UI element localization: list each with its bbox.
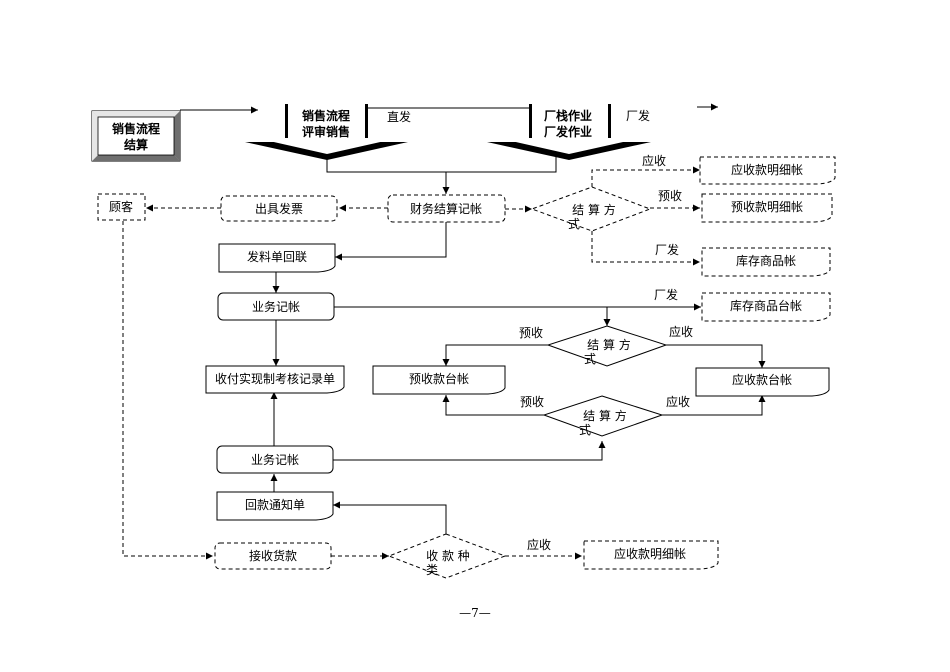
factory-ops-line2: 厂发作业 — [544, 124, 592, 139]
box-ar-detail-2: 应收款明细帐 — [583, 540, 719, 570]
svg-text:发料单回联: 发料单回联 — [247, 249, 307, 264]
box-business-entry-1: 业务记帐 — [217, 292, 335, 321]
arrow-factory-ops: 厂栈作业 厂发作业 — [487, 104, 651, 160]
svg-text:接收货款: 接收货款 — [249, 548, 297, 563]
box-prepay-detail: 预收款明细帐 — [701, 193, 833, 223]
svg-text:式: 式 — [568, 217, 580, 231]
box-issue-invoice: 出具发票 — [220, 195, 338, 222]
box-inventory-account: 库存商品台帐 — [701, 292, 831, 322]
svg-text:预收款明细帐: 预收款明细帐 — [731, 199, 803, 214]
box-prepay-account: 预收款台帐 — [372, 365, 506, 395]
label-prepaid-2: 预收 — [519, 326, 543, 340]
label-direct: 直发 — [387, 109, 411, 124]
decision-settle-1: 结 算 方 式 — [530, 186, 652, 232]
decision-settle-3: 结 算 方 式 — [542, 395, 664, 437]
connectors — [180, 103, 766, 534]
box-ar-account: 应收款台帐 — [695, 367, 830, 397]
svg-text:库存商品帐: 库存商品帐 — [736, 253, 796, 268]
box-payment-notice: 回款通知单 — [216, 491, 334, 521]
label-factory-top: 厂发 — [626, 108, 650, 123]
svg-text:业务记帐: 业务记帐 — [252, 299, 300, 314]
svg-text:应收款明细帐: 应收款明细帐 — [731, 162, 803, 177]
label-factory-2: 厂发 — [654, 287, 678, 302]
factory-ops-line1: 厂栈作业 — [544, 108, 592, 123]
box-ar-detail-1: 应收款明细帐 — [699, 156, 836, 185]
svg-text:财务结算记帐: 财务结算记帐 — [410, 201, 482, 216]
svg-text:库存商品台帐: 库存商品台帐 — [730, 298, 802, 313]
label-prepaid-3: 预收 — [520, 395, 544, 409]
svg-text:业务记帐: 业务记帐 — [251, 452, 299, 467]
box-inventory-ledger: 库存商品帐 — [701, 247, 831, 277]
label-receivable-4: 应收 — [527, 537, 551, 552]
sales-settlement-line2: 结算 — [124, 137, 148, 152]
label-factory-1: 厂发 — [655, 242, 679, 257]
svg-text:结 算 方: 结 算 方 — [587, 337, 631, 352]
sales-settlement-line1: 销售流程 — [112, 121, 160, 136]
svg-text:预收款台帐: 预收款台帐 — [409, 371, 469, 386]
svg-text:结 算 方: 结 算 方 — [583, 408, 627, 423]
svg-text:顾客: 顾客 — [109, 199, 133, 214]
sales-review-line1: 销售流程 — [302, 108, 350, 123]
box-payment-record: 收付实现制考核记录单 — [205, 365, 345, 394]
label-receivable-3: 应收 — [666, 394, 690, 409]
svg-text:应收款台帐: 应收款台帐 — [732, 372, 792, 387]
label-receivable-2: 应收 — [669, 324, 693, 339]
decision-settle-2: 结 算 方 式 — [546, 325, 668, 367]
svg-text:式: 式 — [579, 423, 591, 437]
box-business-entry-2: 业务记帐 — [216, 445, 334, 474]
edge-labels: 直发 厂发 应收 预收 厂发 厂发 预收 应收 预收 应收 应收 — [387, 108, 693, 552]
svg-text:应收款明细帐: 应收款明细帐 — [614, 546, 686, 561]
svg-text:结 算 方: 结 算 方 — [572, 202, 616, 217]
arrow-sales-review: 销售流程 评审销售 — [245, 104, 408, 160]
box-material-return: 发料单回联 — [218, 243, 336, 273]
label-receivable-1: 应收 — [642, 153, 666, 168]
box-finance-entry: 财务结算记帐 — [387, 194, 506, 223]
page-number: —7— — [459, 606, 491, 620]
dashed-connectors — [122, 166, 700, 560]
label-prepaid-1: 预收 — [658, 189, 682, 203]
box-receive-payment: 接收货款 — [214, 542, 332, 570]
svg-text:出具发票: 出具发票 — [255, 201, 303, 216]
box-sales-settlement: 销售流程 结算 — [91, 110, 181, 162]
svg-text:回款通知单: 回款通知单 — [245, 498, 305, 512]
svg-text:收付实现制考核记录单: 收付实现制考核记录单 — [215, 371, 335, 386]
box-customer: 顾客 — [97, 193, 146, 221]
decision-collect-type: 收 款 种 类 — [387, 533, 507, 579]
svg-text:类: 类 — [426, 563, 438, 577]
svg-text:收 款 种: 收 款 种 — [426, 549, 470, 563]
svg-text:式: 式 — [584, 352, 596, 366]
sales-review-line2: 评审销售 — [302, 124, 350, 139]
